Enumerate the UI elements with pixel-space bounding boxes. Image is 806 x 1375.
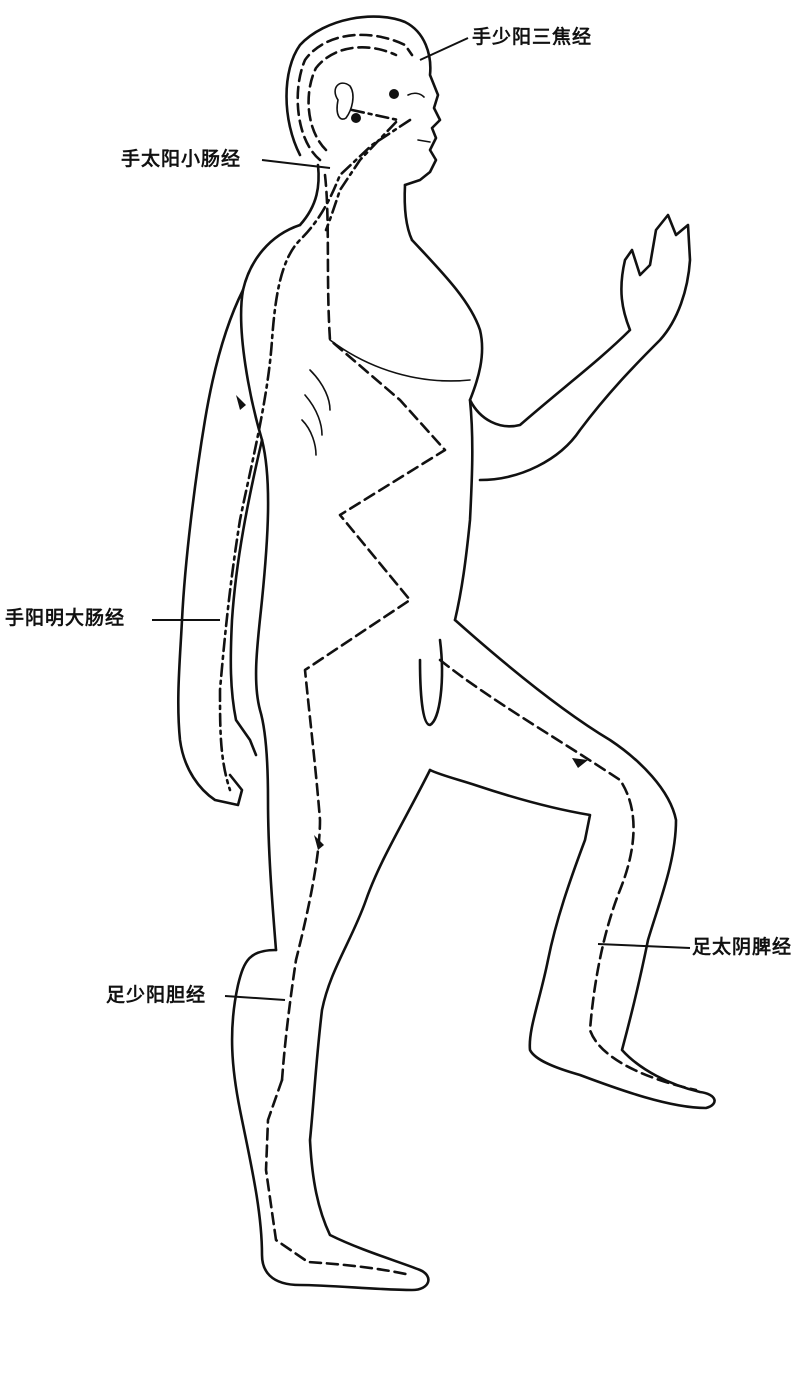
small-intestine-meridian <box>220 120 410 790</box>
hanging-arm-outer <box>178 290 243 805</box>
raised-arm <box>470 215 690 480</box>
torso-front <box>412 240 482 620</box>
label-large-intestine-meridian: 手阳明大肠经 <box>5 607 125 629</box>
back-outline <box>241 225 300 950</box>
flow-arrow <box>236 395 246 410</box>
small-intestine-face <box>326 110 398 230</box>
neck-front <box>405 185 412 240</box>
hanging-arm-inner <box>231 440 262 755</box>
label-gallbladder-meridian: 足少阳胆经 <box>106 984 206 1006</box>
label-sanjiao-meridian: 手少阳三焦经 <box>472 26 592 48</box>
pectoral-line <box>330 340 470 381</box>
rear-leg <box>232 770 430 1290</box>
label-spleen-meridian: 足太阴脾经 <box>692 936 792 958</box>
leader-lines <box>152 38 690 1000</box>
ear <box>335 83 353 119</box>
neck-back <box>300 165 319 225</box>
label-small-intestine-meridian: 手太阳小肠经 <box>121 148 241 170</box>
meridians <box>220 35 696 1275</box>
leader-spleen <box>598 944 690 948</box>
large-intestine-meridian <box>282 175 445 1080</box>
flow-arrow <box>572 758 588 768</box>
genital <box>420 640 442 725</box>
spleen-meridian <box>440 660 696 1090</box>
mouth <box>418 140 430 142</box>
forward-leg <box>430 620 715 1108</box>
acupoint-dot <box>389 89 399 99</box>
gallbladder-meridian <box>266 1080 410 1275</box>
ribs <box>302 370 330 455</box>
body-outline <box>178 17 714 1290</box>
acupoint-dot <box>351 113 361 123</box>
eye <box>408 93 424 97</box>
